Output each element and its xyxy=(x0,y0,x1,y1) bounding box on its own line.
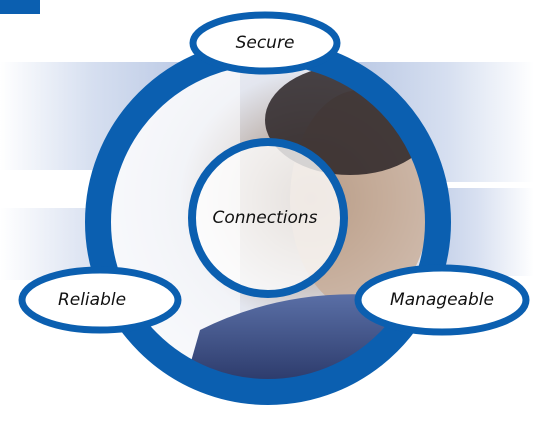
left-node xyxy=(18,266,182,334)
center-node-label: Connections xyxy=(212,208,318,228)
left-node-label: Reliable xyxy=(57,290,127,310)
right-node-label: Manageable xyxy=(390,290,494,310)
top-node-label: Secure xyxy=(235,33,295,53)
center-node xyxy=(188,138,348,298)
top-node xyxy=(189,11,341,75)
right-node xyxy=(354,264,530,336)
corner-accent xyxy=(0,0,40,14)
